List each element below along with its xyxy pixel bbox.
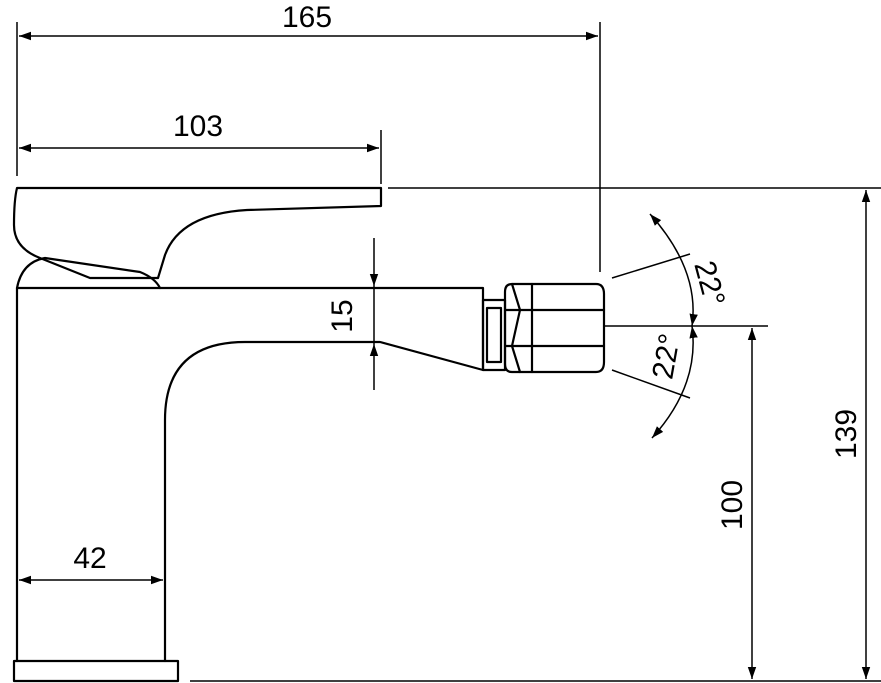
- dim-label-139: 139: [830, 409, 863, 459]
- dim-label-165: 165: [282, 1, 332, 34]
- lever-handle: [12, 186, 383, 280]
- dim-label-100: 100: [716, 480, 749, 530]
- dimension-spout-thickness: 15: [326, 238, 379, 390]
- nozzle-hex-left: [510, 282, 522, 374]
- dim-label-15: 15: [326, 299, 359, 332]
- nozzle-head: [503, 282, 606, 374]
- spout-body: [15, 286, 485, 663]
- dimension-overall-width: 165: [19, 1, 598, 41]
- dim-label-42: 42: [73, 542, 106, 575]
- body-dome: [15, 256, 162, 290]
- dim-label-103: 103: [173, 110, 223, 143]
- dimension-lever-length: 103: [19, 110, 379, 153]
- angle-label-up: 22°: [687, 257, 731, 309]
- connector-collar: [485, 306, 503, 364]
- dimension-base-width: 42: [19, 542, 163, 585]
- dimension-outlet-height: 100: [716, 328, 757, 679]
- faucet-outline: [12, 186, 606, 683]
- dimension-overall-height: 139: [830, 190, 871, 679]
- angle-label-down: 22°: [646, 331, 686, 381]
- base-plate: [12, 659, 180, 683]
